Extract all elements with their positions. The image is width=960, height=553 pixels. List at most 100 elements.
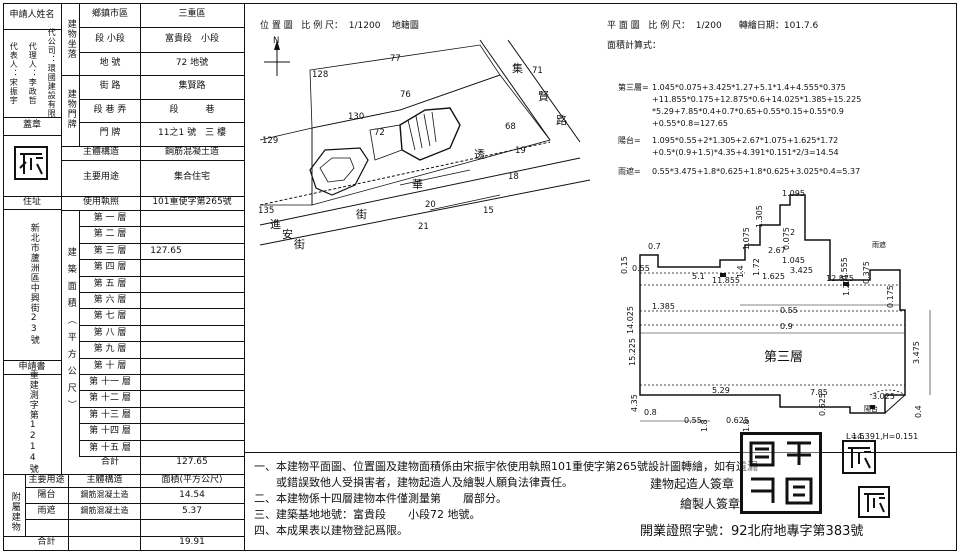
builder-signature-label: 建物起造人簽章 (650, 477, 735, 491)
dimension-label: 0.4 (914, 405, 923, 418)
dimension-label: 3.475 (912, 341, 921, 364)
note-2: 二、本建物係十四層建物本件僅測量第 層部分。 (254, 492, 507, 505)
dimension-label: 1.045 (782, 256, 805, 265)
formula-label: 雨遮= (618, 167, 641, 176)
company-seal (740, 432, 822, 514)
floor-label: 第 七 層 (93, 311, 127, 322)
dimension-label: 1.8 (742, 419, 751, 432)
floor-total-label: 合計 (100, 457, 119, 468)
floor-area-value (141, 441, 191, 456)
dimension-label: 3.425 (790, 266, 813, 275)
floor-label: 第 八 層 (93, 327, 127, 338)
formula-line: *5.29+7.85*0.4+0.7*0.65+0.55*0.15+0.55*0… (652, 107, 844, 116)
dimension-label: 1.075 (742, 227, 751, 250)
township-value: 三重區 (178, 9, 206, 20)
dimension-label: 1.095 (782, 189, 805, 198)
attached-use: 陽台 (37, 489, 56, 500)
dimension-label: 0.15 (620, 256, 629, 274)
road-char-7: 進 (270, 218, 281, 231)
location-map-title: 位 置 圖 (260, 21, 293, 31)
floor-label: 第 二 層 (93, 229, 127, 240)
dimension-label: 0.55 (632, 264, 650, 273)
formula-line: 1.045*0.075+3.425*1.27+5.1*1.4+4.555*0.3… (652, 83, 846, 92)
dimension-label: 0.625 (818, 393, 827, 416)
dimension-label: 0.175 (886, 285, 895, 308)
applicant-name-2: 代理人：李政哲 (28, 41, 38, 105)
dimension-label: 2.67 (768, 246, 786, 255)
street-value: 集賢路 (178, 81, 206, 92)
dimension-label: 1.72 (752, 258, 761, 276)
floor-area-value (141, 391, 191, 406)
section-value: 富貴段 小段 (164, 33, 219, 44)
floor-area-value (141, 424, 191, 439)
dimension-label: 1.5 (852, 432, 865, 441)
floor-area-value (141, 277, 191, 292)
applicant-header: 申請人姓名 (9, 10, 55, 21)
floor-area-value (141, 211, 191, 226)
road-char-8: 安 (282, 228, 293, 241)
structure-label: 主體構造 (82, 147, 119, 158)
floor-label: 第 十一 層 (89, 376, 131, 387)
door-value: 11之1 號 三 樓 (158, 128, 226, 139)
attached-total-label: 合計 (37, 537, 56, 548)
map-label-71: 71 (532, 66, 543, 76)
floor-label: 第 十 層 (93, 360, 127, 371)
attached-header-area: 面積(平方公尺) (161, 475, 223, 486)
floor-label: 第 十二 層 (89, 393, 131, 404)
map-label-18: 18 (508, 172, 519, 182)
attached-use (26, 520, 67, 535)
formula-label: 第三層= (618, 83, 649, 92)
floor-label: 第 六 層 (93, 294, 127, 305)
map-label-15: 15 (483, 206, 494, 216)
attached-structure: 鋼筋混凝土造 (80, 490, 129, 500)
floor-label: 第 五 層 (93, 278, 127, 289)
attached-total-value: 19.91 (179, 537, 205, 548)
map-label-130: 130 (348, 112, 365, 122)
dimension-label: 0.8 (644, 408, 657, 417)
formula-line: 0.55*3.475+1.8*0.625+1.8*0.625+3.025*0.4… (652, 167, 861, 176)
map-label-128: 128 (312, 70, 329, 80)
map-label-77: 77 (390, 54, 401, 64)
attached-use: 雨遮 (37, 505, 56, 516)
note-4: 四、本成果表以建物登記爲限。 (254, 524, 408, 537)
attached-header-use: 主要用途 (28, 475, 65, 486)
use-label: 主要用途 (82, 172, 119, 183)
address-label: 住址 (22, 197, 41, 208)
floor-area-value (141, 227, 191, 242)
redraw-date-label: 轉繪日期： (738, 21, 784, 31)
road-char-9: 街 (294, 238, 305, 251)
dimension-label: 1.27 (842, 278, 851, 296)
attached-structure: 鋼筋混凝土造 (80, 506, 129, 516)
map-label-129: 129 (262, 136, 279, 146)
lane-value: 段 巷 (169, 105, 215, 116)
floor-label: 第 十五 層 (89, 442, 131, 453)
floor-label: 第 一 層 (93, 212, 127, 223)
use-value: 集合住宅 (173, 172, 210, 183)
attached-area: 14.54 (179, 489, 205, 500)
arc-dimension-label: L=4.391,H=0.151 (846, 432, 919, 441)
road-char-3: 路 (556, 114, 567, 127)
plan-legend-label: 雨遮 (872, 241, 886, 249)
location-map-scale-label: 比 例 尺： (301, 21, 344, 31)
attached-structure (69, 520, 140, 535)
floor-plan-title: 平 面 圖 (607, 21, 640, 31)
drafter-seal-2 (858, 486, 890, 518)
dimension-label: 0.55 (684, 416, 702, 425)
area-side-label: 建築面積（平方公尺） (65, 247, 76, 417)
license-label: 使用執照 (82, 197, 119, 208)
attached-area: 5.37 (181, 505, 203, 516)
notes: 一、本建物平面圖、位置圖及建物面積係由宋振宇依使用執照101重使字第265號設計… (254, 459, 758, 539)
structure-value: 鋼筋混凝土造 (164, 147, 219, 158)
floor-area-value (141, 309, 191, 324)
formula-line: +11.855*0.175+12.875*0.6+14.025*1.385+15… (652, 95, 862, 104)
dimension-label: 0.625 (726, 416, 749, 425)
license-number: 開業證照字號：92北府地專字第383號 (640, 524, 864, 539)
applicant-book-label: 申請書 (18, 361, 46, 372)
township-label: 鄉鎮市區 (91, 9, 128, 20)
attached-area (141, 520, 243, 535)
floor-area-value (141, 408, 191, 423)
lane-label: 段 巷 弄 (93, 105, 127, 116)
floor-area-value (141, 375, 191, 390)
floor-area-value (141, 293, 191, 308)
note-3: 三、建築基地地號：富貴段 小段72 地號。 (254, 508, 481, 521)
